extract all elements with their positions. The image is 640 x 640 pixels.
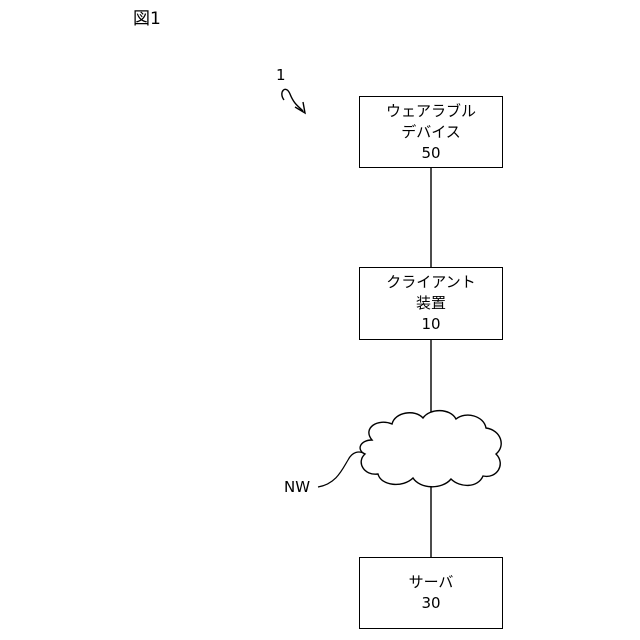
server-box: サーバ 30 — [359, 557, 503, 629]
network-label: NW — [284, 478, 310, 496]
client-device-name-line1: クライアント — [386, 272, 475, 293]
client-device-name-line2: 装置 — [416, 293, 446, 314]
system-ref-label: 1 — [276, 66, 286, 84]
network-leader-line — [318, 452, 365, 487]
wearable-device-name-line2: デバイス — [401, 122, 461, 143]
server-ref: 30 — [421, 593, 440, 614]
server-name: サーバ — [409, 572, 454, 593]
wearable-device-name-line1: ウェアラブル — [386, 101, 476, 122]
system-ref-arrow — [282, 89, 303, 111]
wearable-device-box: ウェアラブル デバイス 50 — [359, 96, 503, 168]
wearable-device-ref: 50 — [421, 143, 440, 164]
figure-label: 図1 — [133, 8, 161, 30]
network-cloud — [360, 411, 501, 487]
client-device-ref: 10 — [421, 314, 440, 335]
client-device-box: クライアント 装置 10 — [359, 267, 503, 340]
